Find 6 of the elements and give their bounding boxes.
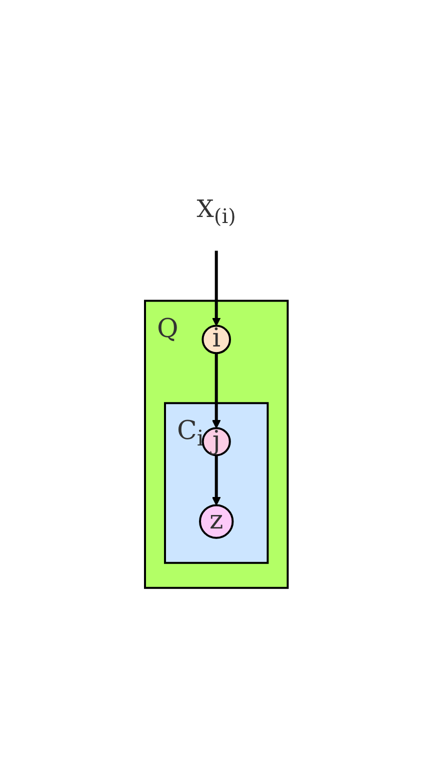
node-text: X$_{(i)}$ (196, 194, 236, 228)
arrow (212, 454, 220, 506)
node-circle: i (201, 324, 231, 354)
arrow (212, 250, 220, 326)
node-circle: z (198, 504, 234, 538)
arrow (212, 352, 220, 428)
